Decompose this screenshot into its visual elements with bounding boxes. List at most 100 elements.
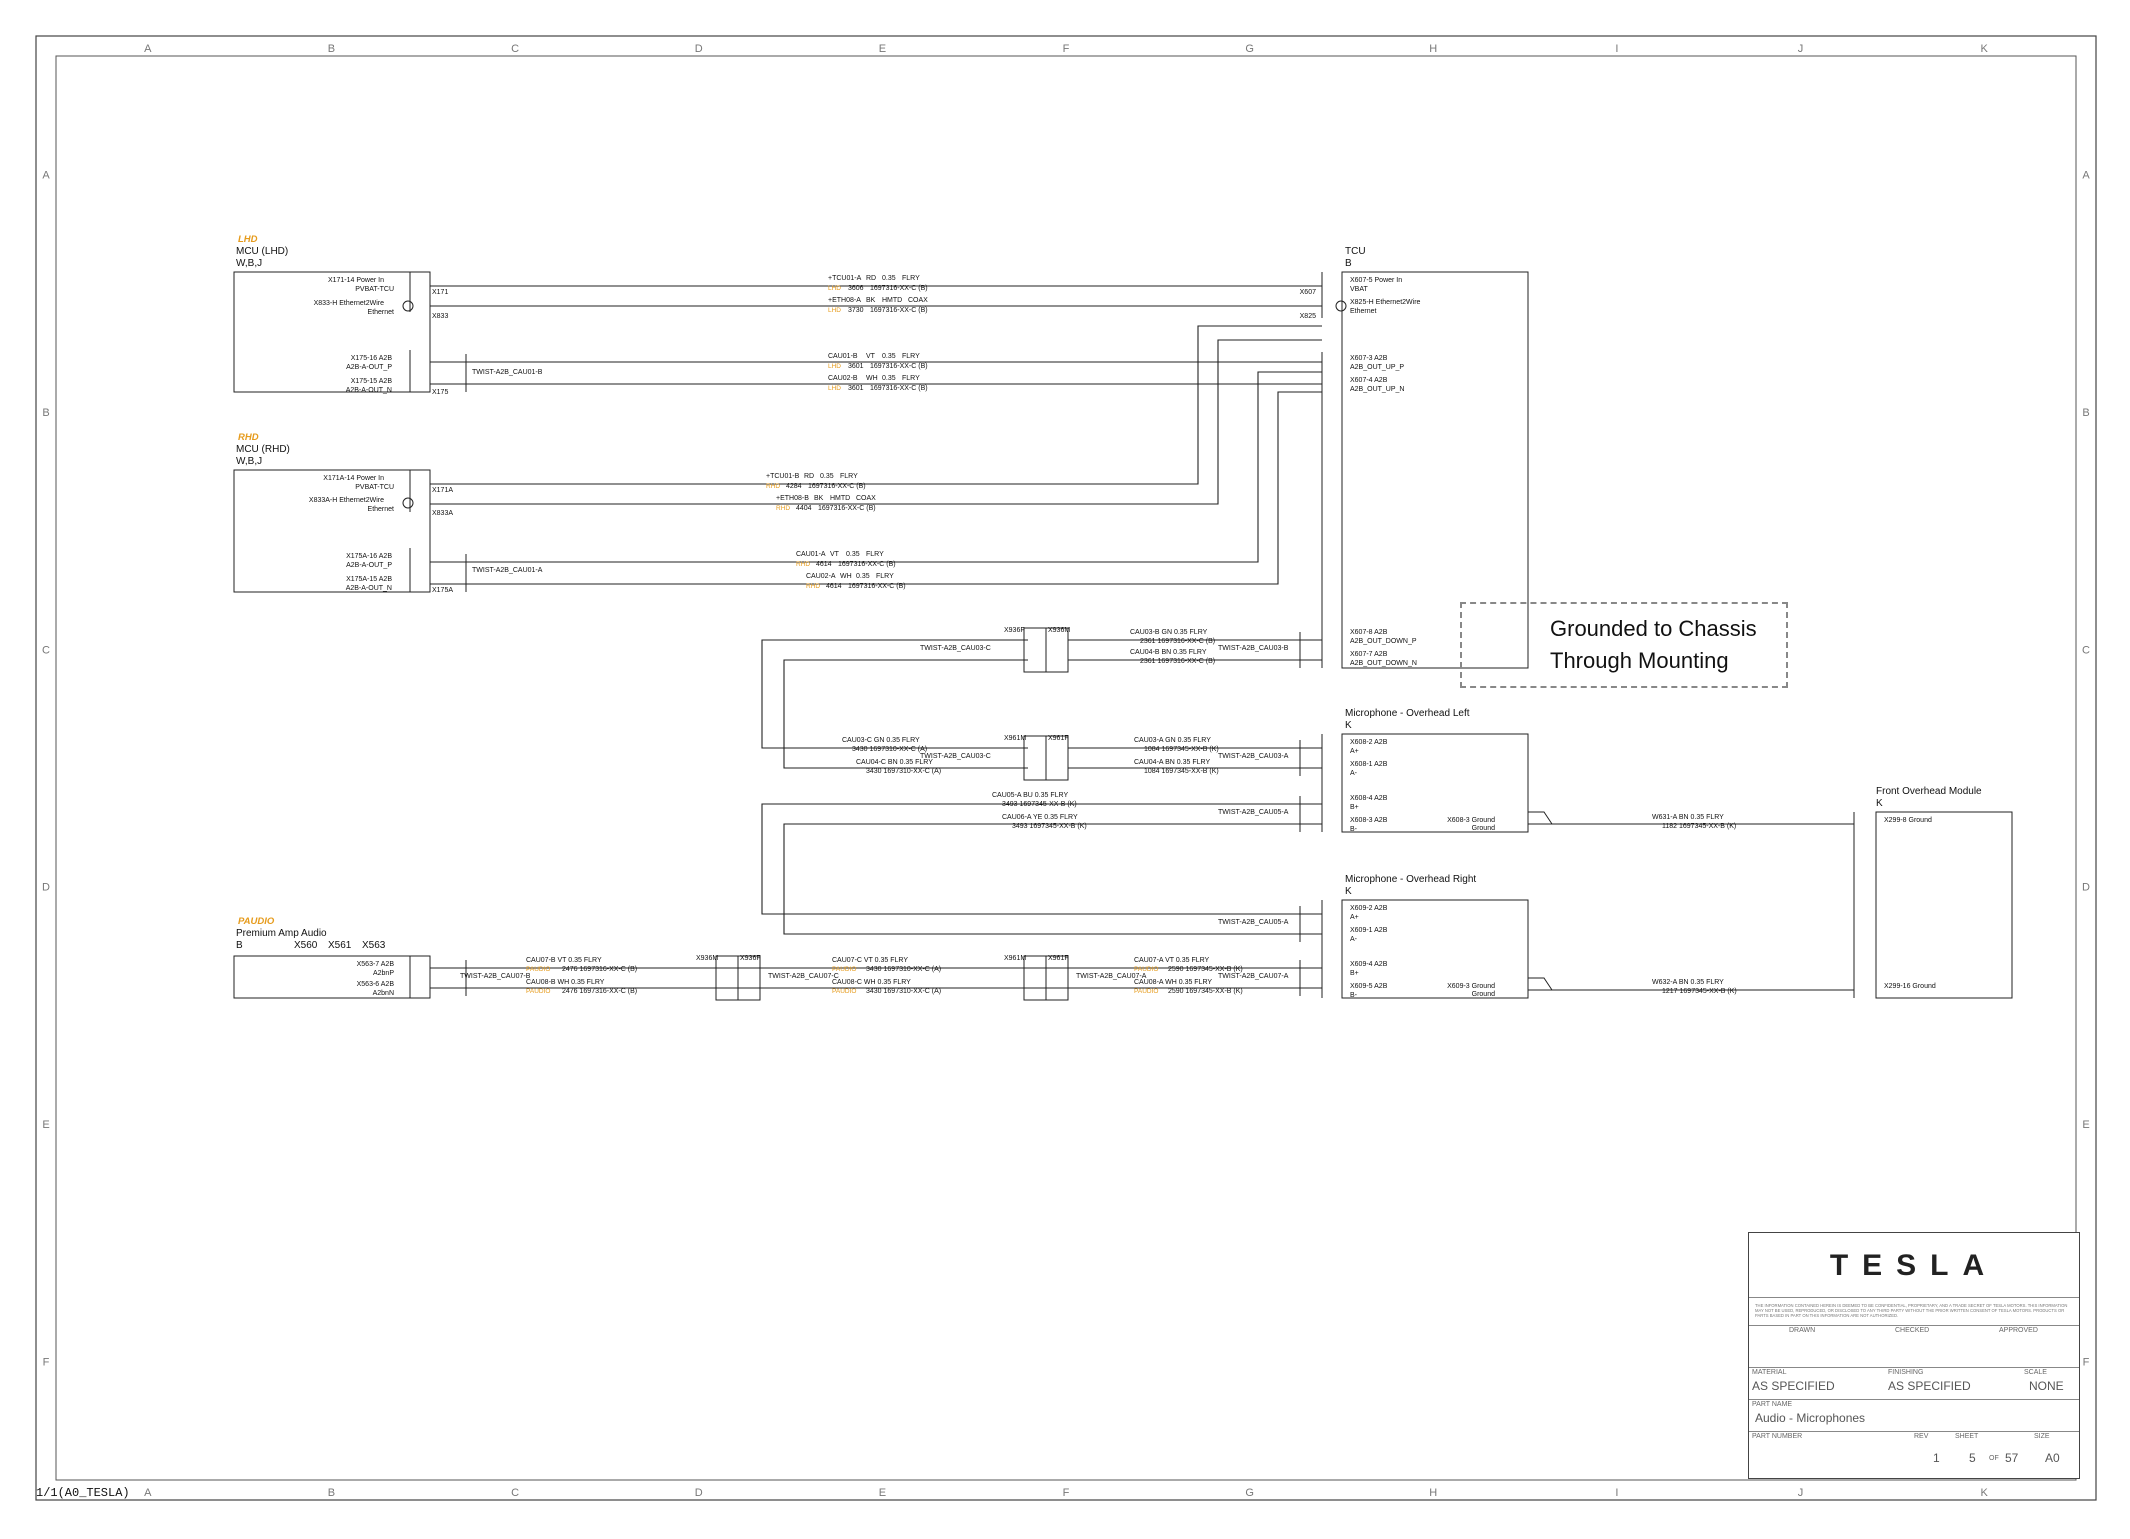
- grid-row-label: B: [42, 407, 49, 419]
- svg-text:TWIST-A2B_CAU07-A: TWIST-A2B_CAU07-A: [1076, 973, 1147, 980]
- svg-text:3601: 3601: [848, 363, 864, 370]
- mcu-rhd-variant: W,B,J: [236, 456, 262, 467]
- inline-connectors: [715, 627, 1069, 1001]
- tcu: TCU B X607-5 Power In VBAT X825-H Ethern…: [1300, 246, 1529, 669]
- svg-text:X608-3 A2B: X608-3 A2B: [1350, 817, 1388, 824]
- grid-col-label: F: [1063, 1487, 1070, 1499]
- svg-text:A2B_OUT_UP_N: A2B_OUT_UP_N: [1350, 386, 1404, 393]
- svg-text:CAU03-A GN 0.35 FLRY: CAU03-A GN 0.35 FLRY: [1134, 737, 1211, 744]
- svg-text:0.35: 0.35: [820, 473, 834, 480]
- grid-row-label: D: [42, 882, 50, 894]
- svg-text:1697316-XX-C (B): 1697316-XX-C (B): [808, 483, 866, 490]
- svg-text:0.35: 0.35: [846, 551, 860, 558]
- grid-col-label: A: [144, 1487, 152, 1499]
- svg-text:Ethernet: Ethernet: [368, 309, 395, 316]
- grid-row-label: F: [43, 1356, 50, 1368]
- svg-text:TWIST-A2B_CAU01-A: TWIST-A2B_CAU01-A: [472, 567, 543, 574]
- grid-col-label: E: [879, 43, 886, 55]
- svg-text:RD: RD: [866, 275, 876, 282]
- svg-text:Ground: Ground: [1472, 825, 1495, 832]
- svg-text:A2B-A-OUT_N: A2B-A-OUT_N: [346, 585, 392, 592]
- grid-col-label: H: [1429, 1487, 1437, 1499]
- paudio-variant: B: [236, 940, 243, 951]
- svg-text:X607-3 A2B: X607-3 A2B: [1350, 355, 1388, 362]
- svg-text:TWIST-A2B_CAU07-C: TWIST-A2B_CAU07-C: [768, 973, 839, 980]
- svg-text:X936F: X936F: [740, 955, 761, 962]
- svg-text:FLRY: FLRY: [902, 375, 920, 382]
- svg-text:0.35: 0.35: [882, 353, 896, 360]
- svg-text:RD: RD: [804, 473, 814, 480]
- mic-left-variant: K: [1345, 720, 1352, 731]
- svg-text:LHD: LHD: [828, 307, 841, 314]
- svg-text:+TCU01-B: +TCU01-B: [766, 473, 800, 480]
- grid-row-label: C: [2082, 644, 2090, 656]
- svg-text:X607-7 A2B: X607-7 A2B: [1350, 651, 1388, 658]
- tcu-box: [1341, 271, 1529, 669]
- svg-text:CAU04-A BN 0.35 FLRY: CAU04-A BN 0.35 FLRY: [1134, 759, 1210, 766]
- svg-text:3430 1697310-XX-C (A): 3430 1697310-XX-C (A): [866, 768, 941, 775]
- paudio-box: [233, 955, 431, 999]
- svg-text:TWIST-A2B_CAU07-B: TWIST-A2B_CAU07-B: [460, 973, 531, 980]
- note-line-2: Through Mounting: [1550, 648, 1729, 673]
- wire-runs: [430, 285, 1854, 991]
- svg-text:X175-15 A2B: X175-15 A2B: [351, 378, 393, 385]
- svg-text:TWIST-A2B_CAU05-A: TWIST-A2B_CAU05-A: [1218, 809, 1289, 816]
- coax-symbol-icon: [402, 497, 414, 509]
- sheet-total-value: 57: [2005, 1451, 2019, 1465]
- coax-symbol-icon: [1335, 300, 1347, 312]
- svg-text:1084 1697345-XX-B (K): 1084 1697345-XX-B (K): [1144, 768, 1219, 775]
- svg-text:RHD: RHD: [776, 505, 790, 512]
- svg-text:CAU05-A BU 0.35 FLRY: CAU05-A BU 0.35 FLRY: [992, 792, 1068, 799]
- svg-text:+ETH08-A: +ETH08-A: [828, 297, 861, 304]
- part-name-value: Audio - Microphones: [1755, 1411, 1866, 1425]
- svg-text:0.35: 0.35: [882, 375, 896, 382]
- svg-text:PVBAT-TCU: PVBAT-TCU: [355, 484, 394, 491]
- grid-col-label: K: [1981, 43, 1989, 55]
- svg-text:X608-4 A2B: X608-4 A2B: [1350, 795, 1388, 802]
- svg-text:BK: BK: [866, 297, 876, 304]
- svg-text:3430 1697310-XX-C (A): 3430 1697310-XX-C (A): [866, 966, 941, 973]
- grid-row-label: C: [42, 644, 50, 656]
- fom-title: Front Overhead Module: [1876, 786, 1982, 797]
- grid-col-label: C: [511, 43, 519, 55]
- svg-text:CAU02-A: CAU02-A: [806, 573, 836, 580]
- svg-text:A+: A+: [1350, 748, 1359, 755]
- svg-text:B+: B+: [1350, 970, 1359, 977]
- svg-text:2361 1697316-XX-C (B): 2361 1697316-XX-C (B): [1140, 658, 1215, 665]
- svg-text:X175A-16 A2B: X175A-16 A2B: [346, 553, 392, 560]
- tesla-logo: TESLA: [1829, 1249, 1999, 1282]
- svg-text:CAU02-B: CAU02-B: [828, 375, 858, 382]
- svg-text:A2B_OUT_DOWN_P: A2B_OUT_DOWN_P: [1350, 638, 1417, 645]
- grid-row-label: D: [2082, 882, 2090, 894]
- svg-text:Ground: Ground: [1472, 991, 1495, 998]
- svg-text:RHD: RHD: [806, 583, 820, 590]
- twist-markers: [465, 354, 1301, 996]
- svg-text:HMTD: HMTD: [882, 297, 902, 304]
- svg-text:1697316-XX-C (B): 1697316-XX-C (B): [848, 583, 906, 590]
- svg-text:WH: WH: [866, 375, 878, 382]
- grid-col-label: G: [1245, 43, 1254, 55]
- svg-text:RHD: RHD: [766, 483, 780, 490]
- svg-text:1697316-XX-C (B): 1697316-XX-C (B): [838, 561, 896, 568]
- svg-text:3430 1697310-XX-C (A): 3430 1697310-XX-C (A): [866, 988, 941, 995]
- svg-text:X833-H Ethernet2Wire: X833-H Ethernet2Wire: [314, 300, 385, 307]
- svg-text:2361 1697316-XX-C (B): 2361 1697316-XX-C (B): [1140, 638, 1215, 645]
- svg-text:X171: X171: [432, 289, 448, 296]
- svg-text:CAU04-C BN 0.35 FLRY: CAU04-C BN 0.35 FLRY: [856, 759, 933, 766]
- svg-text:X833A-H Ethernet2Wire: X833A-H Ethernet2Wire: [309, 497, 384, 504]
- svg-text:X607: X607: [1300, 289, 1316, 296]
- svg-text:X607-5 Power In: X607-5 Power In: [1350, 277, 1402, 284]
- svg-text:WH: WH: [840, 573, 852, 580]
- svg-text:X171A: X171A: [432, 487, 453, 494]
- paudio-tag: PAUDIO: [238, 916, 275, 927]
- svg-text:FLRY: FLRY: [902, 353, 920, 360]
- svg-text:VT: VT: [866, 353, 876, 360]
- svg-text:A-: A-: [1350, 770, 1358, 777]
- svg-text:+ETH08-B: +ETH08-B: [776, 495, 809, 502]
- svg-text:1182 1697345-XX-B (K): 1182 1697345-XX-B (K): [1662, 823, 1736, 830]
- grid-col-label: D: [695, 43, 703, 55]
- svg-text:2476 1697316-XX-C (B): 2476 1697316-XX-C (B): [562, 988, 637, 995]
- svg-text:1697316-XX-C (B): 1697316-XX-C (B): [870, 385, 928, 392]
- legal-notice: THE INFORMATION CONTAINED HEREIN IS DEEM…: [1755, 1303, 2068, 1318]
